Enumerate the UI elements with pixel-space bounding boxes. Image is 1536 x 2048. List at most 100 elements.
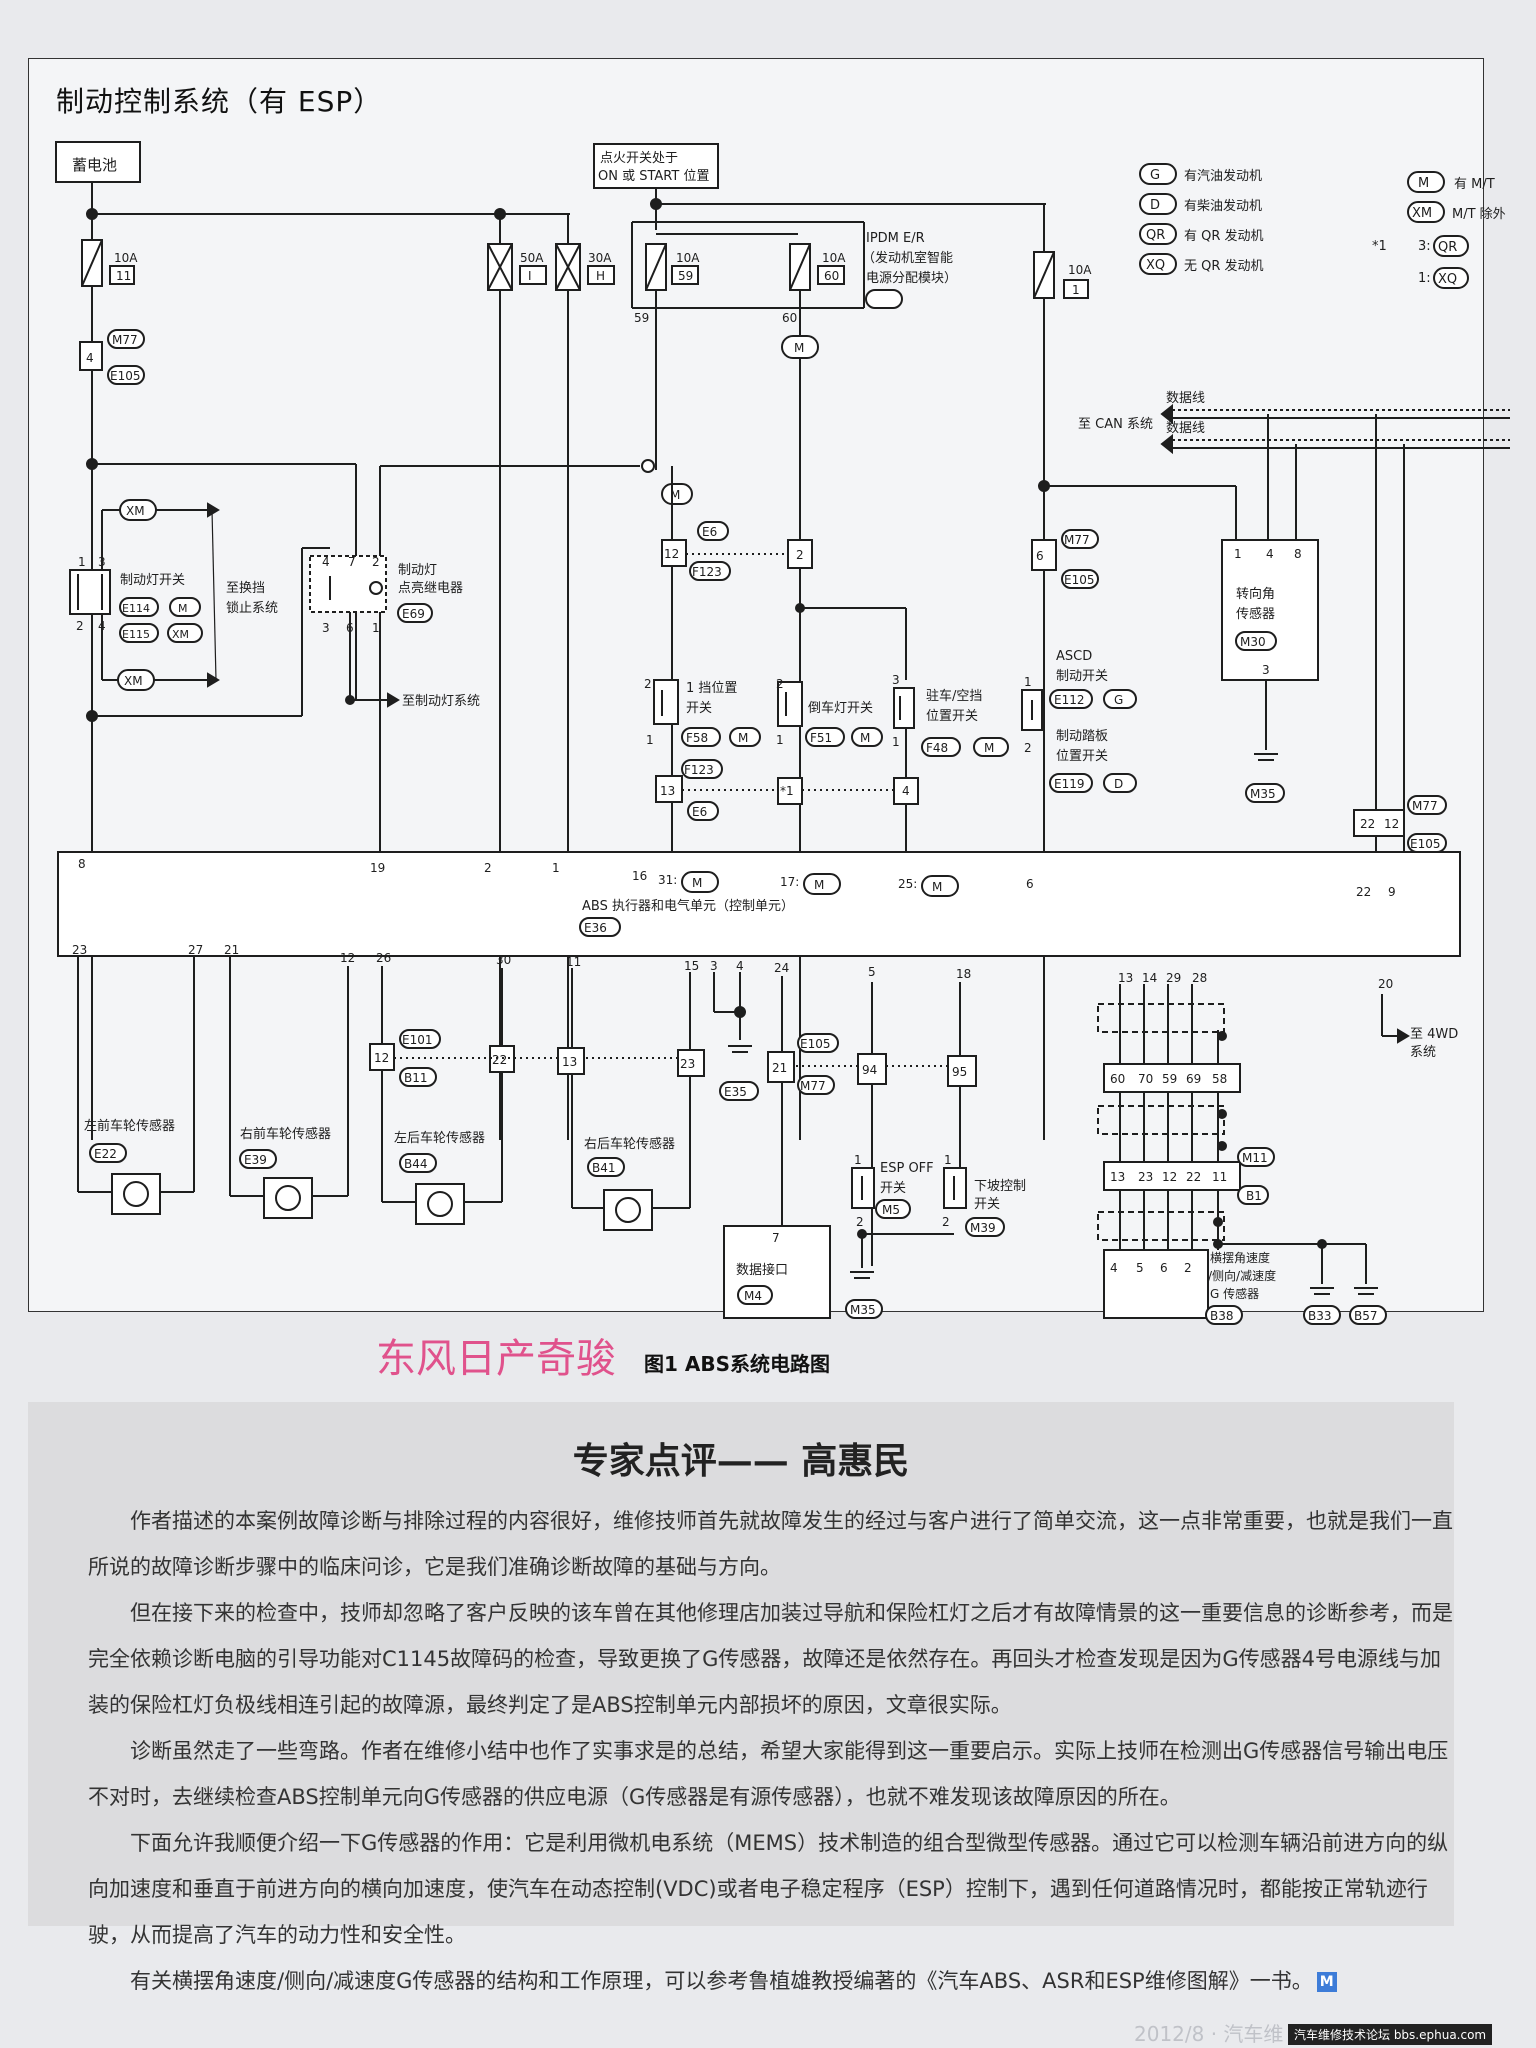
svg-text:E105: E105 <box>1410 837 1441 851</box>
conn-m77-left: M77 <box>112 333 138 347</box>
svg-text:13: 13 <box>1110 1170 1125 1184</box>
review-paragraph: 诊断虽然走了一些弯路。作者在维修小结中也作了实事求是的总结，希望大家能得到这一重… <box>88 1739 1449 1809</box>
ipdm-desc2: 电源分配模块） <box>866 271 957 286</box>
svg-text:M: M <box>860 731 870 745</box>
svg-text:59: 59 <box>1162 1072 1177 1086</box>
svg-text:B11: B11 <box>404 1071 428 1085</box>
svg-text:左后车轮传感器: 左后车轮传感器 <box>394 1130 485 1146</box>
svg-text:94: 94 <box>862 1063 877 1077</box>
svg-text:B44: B44 <box>404 1157 428 1171</box>
to-can-system: 至 CAN 系统 <box>1078 417 1153 432</box>
to-4wd-1: 至 4WD <box>1410 1027 1458 1042</box>
svg-text:E119: E119 <box>1054 777 1085 791</box>
svg-text:11: 11 <box>1212 1170 1227 1184</box>
svg-text:4: 4 <box>902 784 910 798</box>
svg-text:开关: 开关 <box>686 701 712 716</box>
diagram-title: 制动控制系统（有 ESP） <box>56 85 383 118</box>
svg-text:2: 2 <box>644 677 652 691</box>
review-paragraph: 下面允许我顺便介绍一下G传感器的作用：它是利用微机电系统（MEMS）技术制造的组… <box>88 1831 1449 1947</box>
svg-text:29: 29 <box>1166 971 1181 985</box>
svg-text:点亮继电器: 点亮继电器 <box>398 580 463 596</box>
svg-text:M: M <box>738 731 748 745</box>
svg-text:制动踏板: 制动踏板 <box>1056 729 1108 744</box>
svg-text:M77: M77 <box>1412 799 1438 813</box>
fuse-1-no: 1 <box>1072 283 1080 297</box>
svg-text:28: 28 <box>1192 971 1207 985</box>
handwritten-signature: 东风日产奇骏 <box>376 1336 616 1382</box>
svg-text:58: 58 <box>1212 1072 1227 1086</box>
svg-text:XQ: XQ <box>1438 272 1457 287</box>
svg-text:位置开关: 位置开关 <box>926 709 978 724</box>
ipdm-box <box>631 221 865 309</box>
ignition-line1: 点火开关处于 <box>600 151 678 166</box>
fuse-60-amp: 10A <box>822 251 846 265</box>
svg-text:F123: F123 <box>692 565 722 579</box>
ipdm-name: IPDM E/R <box>866 231 925 246</box>
svg-text:20: 20 <box>1378 977 1393 991</box>
svg-text:M: M <box>670 488 680 502</box>
magazine-logo-icon: M <box>1316 1972 1337 1992</box>
svg-text:转向角: 转向角 <box>1236 586 1275 602</box>
diagram-panel <box>28 58 1484 1312</box>
svg-text:1: 1 <box>854 1153 862 1167</box>
svg-text:7: 7 <box>348 555 356 569</box>
svg-text:69: 69 <box>1186 1072 1201 1086</box>
svg-text:右后车轮传感器: 右后车轮传感器 <box>584 1136 675 1152</box>
svg-text:4: 4 <box>86 351 94 365</box>
fuse-11-amp: 10A <box>114 251 138 265</box>
svg-text:B41: B41 <box>592 1161 616 1175</box>
svg-text:3: 3 <box>1262 663 1270 677</box>
svg-text:1: 1 <box>776 733 784 747</box>
svg-text:1: 1 <box>892 735 900 749</box>
svg-text:左前车轮传感器: 左前车轮传感器 <box>84 1118 175 1134</box>
svg-text:4: 4 <box>1266 547 1274 561</box>
svg-text:开关: 开关 <box>974 1197 1000 1212</box>
fuse-1-amp: 10A <box>1068 263 1092 277</box>
svg-text:XM: XM <box>172 628 189 641</box>
review-paragraph: 作者描述的本案例故障诊断与排除过程的内容很好，维修技师首先就故障发生的经过与客户… <box>88 1509 1453 1579</box>
svg-text:位置开关: 位置开关 <box>1056 749 1108 764</box>
svg-text:/侧向/减速度: /侧向/减速度 <box>1208 1268 1276 1283</box>
svg-text:横摆角速度: 横摆角速度 <box>1210 1250 1270 1265</box>
svg-text:开关: 开关 <box>880 1181 906 1196</box>
svg-text:7: 7 <box>772 1231 780 1245</box>
svg-text:2: 2 <box>372 555 380 569</box>
svg-text:22: 22 <box>492 1053 507 1067</box>
review-body: 作者描述的本案例故障诊断与排除过程的内容很好，维修技师首先就故障发生的经过与客户… <box>88 1498 1456 2004</box>
ipdm-desc1: （发动机室智能 <box>862 250 953 266</box>
svg-text:E39: E39 <box>244 1153 267 1167</box>
to-shift-lock-1: 至换挡 <box>226 581 265 596</box>
svg-text:13: 13 <box>1118 971 1133 985</box>
svg-text:D: D <box>1114 777 1123 791</box>
svg-text:有柴油发动机: 有柴油发动机 <box>1184 198 1262 214</box>
svg-text:22: 22 <box>1360 817 1375 831</box>
svg-text:G 传感器: G 传感器 <box>1210 1286 1259 1301</box>
abs-unit-label: ABS 执行器和电气单元（控制单元） <box>582 898 794 914</box>
svg-text:15: 15 <box>684 959 699 973</box>
svg-text:12: 12 <box>1162 1170 1177 1184</box>
battery-label: 蓄电池 <box>72 156 117 174</box>
svg-text:19: 19 <box>370 861 385 875</box>
svg-text:23: 23 <box>72 943 87 957</box>
svg-text:M30: M30 <box>1240 635 1266 649</box>
abs-unit-conn: E36 <box>584 921 607 935</box>
svg-text:16: 16 <box>632 869 647 883</box>
svg-text:12: 12 <box>664 547 679 561</box>
svg-text:M39: M39 <box>970 1221 996 1235</box>
svg-text:22: 22 <box>1356 885 1371 899</box>
review-title: 专家点评—— 高惠民 <box>572 1440 910 1482</box>
svg-text:1: 1 <box>1234 547 1242 561</box>
data-line-1: 数据线 <box>1166 391 1205 406</box>
svg-text:E114: E114 <box>122 602 150 615</box>
svg-text:M5: M5 <box>882 1203 900 1217</box>
svg-text:ESP OFF: ESP OFF <box>880 1161 934 1176</box>
svg-text:D: D <box>1150 198 1160 213</box>
legend: G 有汽油发动机 D 有柴油发动机 QR 有 QR 发动机 XQ 无 QR 发动… <box>1139 163 1506 289</box>
svg-text:E6: E6 <box>692 805 707 819</box>
right-front-wheel-sensor <box>263 1177 313 1219</box>
svg-text:2: 2 <box>484 861 492 875</box>
svg-text:M: M <box>178 602 188 615</box>
